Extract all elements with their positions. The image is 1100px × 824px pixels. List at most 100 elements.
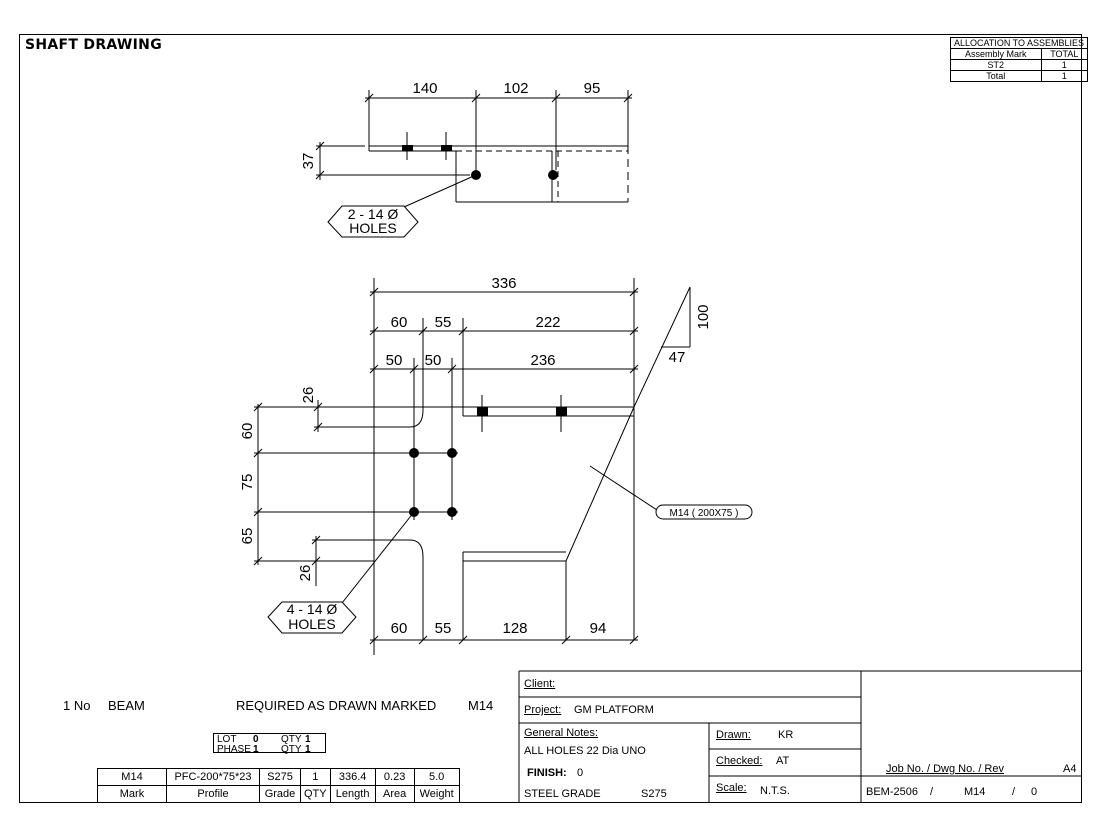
project-label: Project:	[524, 704, 562, 716]
job-dwg-rev-header: Job No. / Dwg No. / Rev	[886, 763, 1004, 775]
drawn-value: KR	[778, 729, 794, 741]
bom-area-value: 0.23	[374, 768, 415, 786]
bom-values-row: M14 PFC-200*75*23 S275 1 336.4 0.23 5.0	[97, 768, 460, 786]
dwg-number: M14	[964, 786, 986, 798]
left-dim-26-bottom: 26	[297, 565, 314, 582]
phase-label: PHASE	[217, 744, 251, 755]
job-number: BEM-2506	[866, 786, 918, 798]
drawing-title: SHAFT DRAWING	[25, 37, 162, 53]
main-hole-3	[409, 507, 419, 517]
phase-qty-label: QTY	[281, 744, 302, 755]
left-dim-26-top: 26	[300, 387, 317, 404]
lot-qty-value: 1	[305, 734, 311, 745]
section-label-box	[655, 504, 753, 520]
section-label: M14 ( 200X75 )	[670, 508, 739, 519]
scale-label: Scale:	[716, 782, 747, 794]
bom-table: M14 PFC-200*75*23 S275 1 336.4 0.23 5.0 …	[97, 768, 460, 803]
lot-qty-label: QTY	[281, 734, 302, 745]
top-hole-note-2: HOLES	[349, 220, 396, 236]
required-mark: M14	[468, 698, 494, 713]
main-hole-callout	[267, 601, 357, 634]
steel-grade-label: STEEL GRADE	[524, 788, 601, 800]
top-hole-note-1: 2 - 14 Ø	[348, 206, 399, 222]
allocation-total-label: Total	[950, 70, 1042, 82]
steel-grade-value: S275	[641, 788, 667, 800]
bom-weight-value: 5.0	[413, 768, 460, 786]
top-slot-1	[402, 145, 413, 151]
bom-mark-value: M14	[97, 768, 167, 786]
dim-row3-3: 236	[530, 352, 555, 369]
lot-label: LOT	[217, 734, 237, 745]
top-dim-2: 102	[503, 80, 528, 97]
top-height-dim: 37	[300, 153, 317, 170]
main-hole-1	[409, 448, 419, 458]
bottom-dim-3: 128	[502, 620, 527, 637]
bom-length-value: 336.4	[329, 768, 376, 786]
top-slot-2	[441, 145, 452, 151]
main-slot-1	[477, 407, 488, 416]
dim-row2-2: 55	[435, 314, 452, 331]
main-view	[253, 278, 691, 655]
main-hole-note-2: HOLES	[288, 616, 335, 632]
dim-row2-1: 60	[391, 314, 408, 331]
project-value: GM PLATFORM	[574, 704, 654, 716]
left-dim-65: 65	[239, 528, 256, 545]
slope-run: 47	[669, 349, 686, 366]
client-label: Client:	[524, 678, 556, 690]
revision: 0	[1031, 786, 1038, 798]
top-dim-1: 140	[412, 80, 437, 97]
dim-row3-2: 50	[425, 352, 442, 369]
finish-label: FINISH:	[527, 767, 567, 779]
drawn-label: Drawn:	[716, 729, 751, 741]
lot-value: 0	[253, 734, 259, 745]
scale-value: N.T.S.	[760, 785, 790, 797]
dim-row2-3: 222	[535, 314, 560, 331]
bom-profile-value: PFC-200*75*23	[166, 768, 260, 786]
allocation-total-value: 1	[1040, 70, 1089, 82]
bom-mark-header: Mark	[97, 785, 167, 803]
bom-qty-header: QTY	[300, 785, 331, 803]
main-hole-2	[447, 448, 457, 458]
general-notes-label: General Notes:	[524, 727, 598, 739]
checked-value: AT	[776, 755, 790, 767]
top-hole-callout	[327, 205, 419, 238]
top-view	[315, 90, 633, 208]
checked-label: Checked:	[716, 755, 763, 767]
separator-2: /	[1012, 786, 1016, 798]
main-hole-4	[447, 507, 457, 517]
bottom-dim-1: 60	[391, 620, 408, 637]
bom-header-row: Mark Profile Grade QTY Length Area Weigh…	[97, 785, 460, 803]
left-dim-60: 60	[239, 423, 256, 440]
top-hole-2	[548, 170, 558, 180]
finish-value: 0	[577, 767, 584, 779]
left-dim-75: 75	[239, 474, 256, 491]
separator-1: /	[930, 786, 934, 798]
main-hole-note-1: 4 - 14 Ø	[287, 601, 338, 617]
bom-area-header: Area	[374, 785, 415, 803]
overall-dim: 336	[491, 275, 516, 292]
sheet-size: A4	[1063, 763, 1077, 775]
bottom-dim-2: 55	[435, 620, 452, 637]
drawing-border	[19, 34, 1082, 803]
main-slot-2	[556, 407, 567, 416]
title-block-lines	[518, 670, 1082, 803]
phase-qty-value: 1	[305, 744, 311, 755]
general-notes-line: ALL HOLES 22 Dia UNO	[524, 745, 646, 757]
bom-grade-header: Grade	[259, 785, 301, 803]
top-dim-3: 95	[584, 80, 601, 97]
bom-profile-header: Profile	[166, 785, 260, 803]
bom-qty-value: 1	[300, 768, 331, 786]
bom-weight-header: Weight	[413, 785, 460, 803]
required-qty: 1 No	[63, 698, 91, 713]
bottom-dim-4: 94	[590, 620, 607, 637]
required-text: REQUIRED AS DRAWN MARKED	[236, 698, 437, 713]
bom-length-header: Length	[329, 785, 376, 803]
bom-grade-value: S275	[259, 768, 301, 786]
dim-row3-1: 50	[386, 352, 403, 369]
slope-rise: 100	[695, 304, 712, 329]
top-hole-1	[471, 170, 481, 180]
required-item: BEAM	[108, 698, 145, 713]
